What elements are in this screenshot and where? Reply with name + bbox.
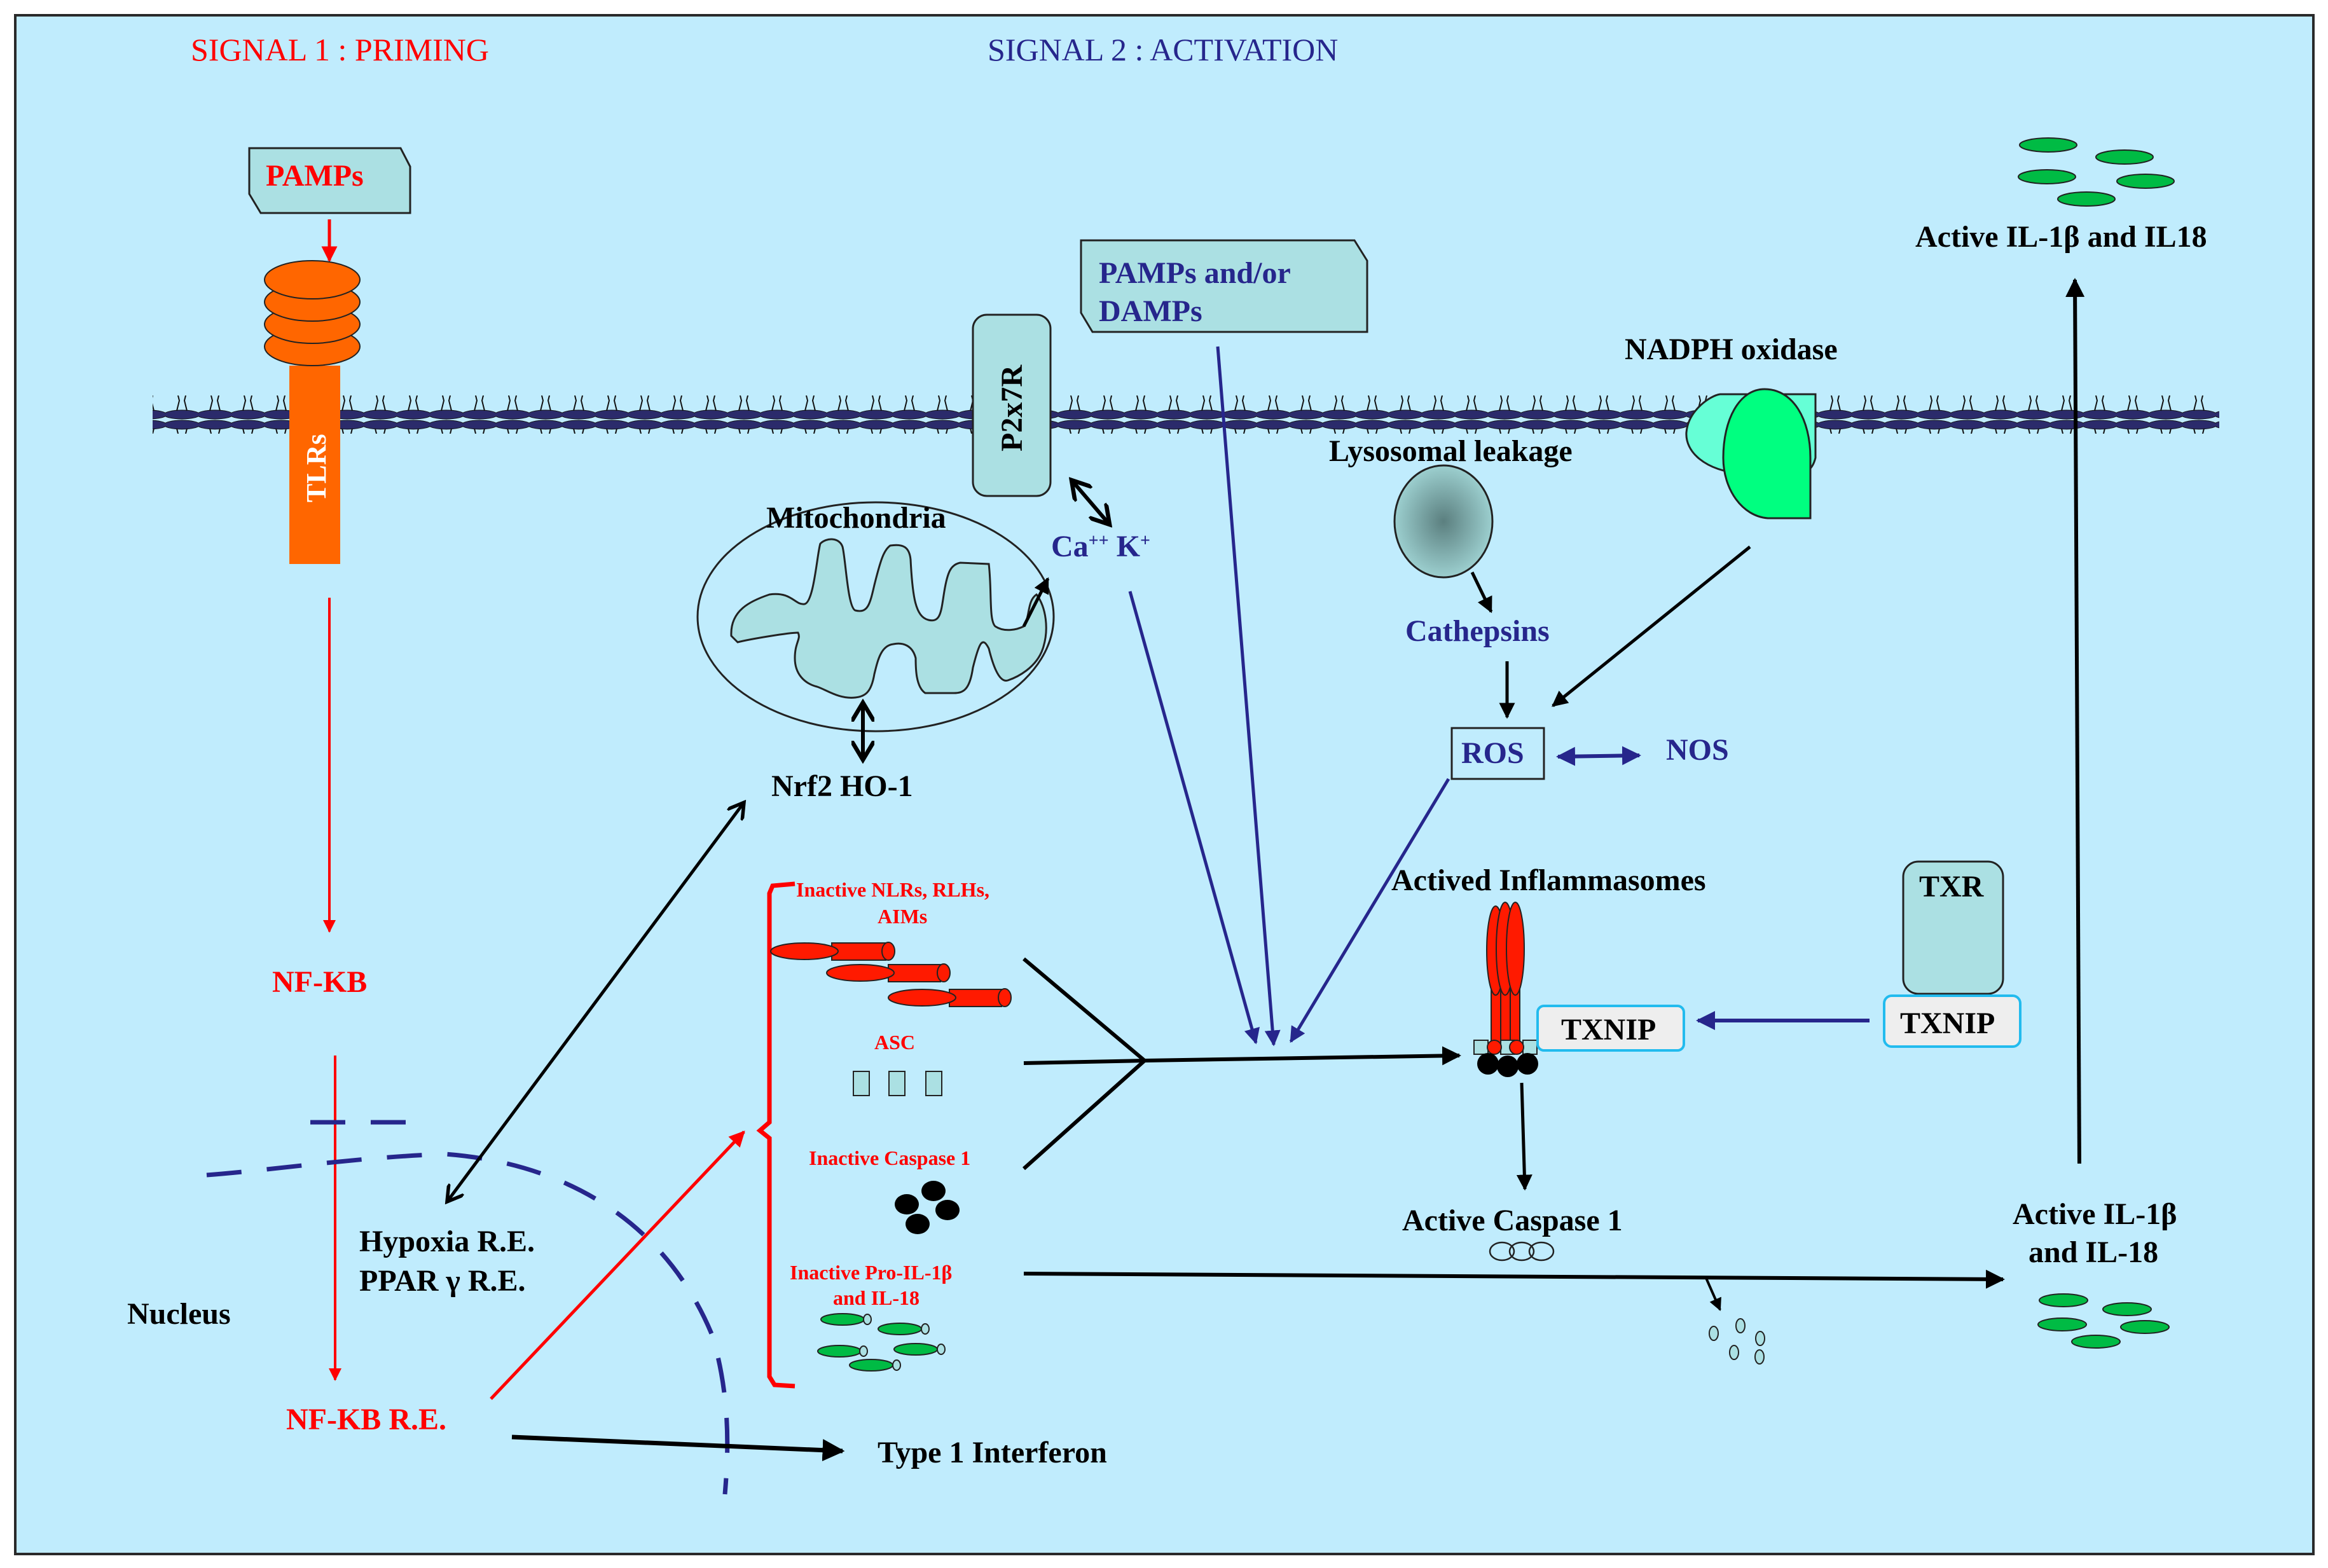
cleavage-fragments-arrow xyxy=(1705,1277,1721,1311)
txnip-free-box: TXNIP xyxy=(1883,994,2022,1048)
p2x7r-label: P2x7R xyxy=(995,364,1029,451)
lysosomal-leakage-label: Lysosomal leakage xyxy=(1329,434,1573,468)
asc-label: ASC xyxy=(874,1031,915,1054)
pro-il-to-active-il-arrow xyxy=(1023,1269,2005,1289)
nucleus-label: Nucleus xyxy=(127,1297,231,1331)
active-caspase-label: Active Caspase 1 xyxy=(1402,1204,1623,1237)
ros-label: ROS xyxy=(1461,736,1524,770)
ros-nos-double-arrow xyxy=(1556,746,1641,766)
inactive-nlrs-line2: AIMs xyxy=(878,905,927,928)
active-caspase-molecules xyxy=(1489,1241,1555,1262)
asc-converge-line xyxy=(1023,1059,1145,1065)
nlr-molecule xyxy=(826,963,951,982)
nlr-molecule xyxy=(888,988,1012,1007)
active-il-line1: Active IL-1β xyxy=(2013,1197,2177,1231)
mitochondria-to-ions-arrow xyxy=(1022,577,1050,628)
nrf2-label: Nrf2 HO-1 xyxy=(771,769,913,803)
inactive-caspase-molecules xyxy=(895,1181,960,1234)
p2x7r-receptor: P2x7R xyxy=(972,313,1052,497)
pamps-label: PAMPs xyxy=(266,159,364,193)
active-il-molecules xyxy=(2037,1293,2170,1349)
txnip-bound-box: TXNIP xyxy=(1536,1005,1685,1052)
mitochondria-label: Mitochondria xyxy=(766,501,946,535)
inactive-pro-il-line1: Inactive Pro-IL-1β xyxy=(790,1261,952,1284)
active-inflammasome-complex xyxy=(1473,902,1538,1077)
converge-to-inflammasome-arrow xyxy=(1144,1046,1461,1066)
cell-membrane xyxy=(153,395,2219,434)
tlr-receptor: TLRs xyxy=(264,260,361,564)
actived-inflammasomes-label: Actived Inflammasomes xyxy=(1391,863,1706,897)
cleaved-fragments xyxy=(1709,1318,1765,1365)
lysosome xyxy=(1393,464,1494,579)
nlr-molecule xyxy=(770,942,895,961)
inflammasome-to-caspase-arrow xyxy=(1516,1082,1532,1191)
inactive-caspase-label: Inactive Caspase 1 xyxy=(809,1146,970,1169)
signal2-title: SIGNAL 2 : ACTIVATION xyxy=(988,32,1338,67)
nadph-to-ros-arrow xyxy=(1552,546,1751,707)
pamps-damps-to-inflammasome-arrow xyxy=(1216,346,1281,1047)
txnip-free-label: TXNIP xyxy=(1900,1007,1995,1040)
pamps-damps-line1: PAMPs and/or xyxy=(1099,256,1291,290)
pamps-damps-box: PAMPs and/or DAMPs xyxy=(1080,239,1368,333)
secretion-arrow xyxy=(2065,278,2085,1164)
pamps-box: PAMPs xyxy=(248,147,411,214)
secreted-il-molecules xyxy=(2018,137,2175,207)
cathepsins-label: Cathepsins xyxy=(1405,614,1550,648)
nadph-oxidase-label: NADPH oxidase xyxy=(1625,333,1838,366)
inactive-pro-il-line2: and IL-18 xyxy=(833,1286,919,1309)
active-il-line2: and IL-18 xyxy=(2028,1235,2158,1269)
ions-to-inflammasome-arrow xyxy=(1128,591,1260,1045)
ros-to-inflammasome-arrow xyxy=(1289,778,1450,1043)
nrf2-hypoxia-double-arrow xyxy=(447,802,744,1202)
nos-label: NOS xyxy=(1666,733,1729,767)
txr-box: TXR xyxy=(1902,860,2004,995)
nfkb-re-label: NF-KB R.E. xyxy=(286,1403,446,1436)
hypoxia-re-label: Hypoxia R.E. xyxy=(359,1225,535,1258)
p2x7r-ions-double-arrow xyxy=(1071,480,1110,525)
txr-label: TXR xyxy=(1919,870,1985,904)
nlr-converge-line xyxy=(1023,957,1146,1063)
type1-interferon-label: Type 1 Interferon xyxy=(878,1436,1107,1469)
caspase-converge-line xyxy=(1022,1059,1147,1171)
inactive-nlrs-line1: Inactive NLRs, RLHs, xyxy=(796,878,989,901)
inactive-pro-il-molecules xyxy=(817,1313,946,1372)
tlrs-label: TLRs xyxy=(301,434,332,502)
nadph-oxidase: NADPH oxidase xyxy=(1625,333,1838,519)
ions-label: Ca++K+ xyxy=(1051,530,1150,563)
nfkb-label: NF-KB xyxy=(272,965,367,999)
asc-molecules xyxy=(853,1071,942,1096)
txnip-bound-label: TXNIP xyxy=(1561,1013,1656,1047)
active-il-top-label: Active IL-1β and IL18 xyxy=(1915,220,2207,254)
lysosome-to-cathepsins-arrow xyxy=(1470,571,1493,614)
signal1-title: SIGNAL 1 : PRIMING xyxy=(191,32,489,67)
inactive-components-bracket xyxy=(756,881,796,1389)
pamps-damps-line2: DAMPs xyxy=(1099,294,1202,328)
ppar-re-label: PPAR γ R.E. xyxy=(359,1264,526,1298)
inactive-nlr-molecules xyxy=(770,942,1012,1007)
nfkb-re-to-interferon-arrow xyxy=(511,1434,845,1462)
ros-box: ROS xyxy=(1450,727,1545,780)
